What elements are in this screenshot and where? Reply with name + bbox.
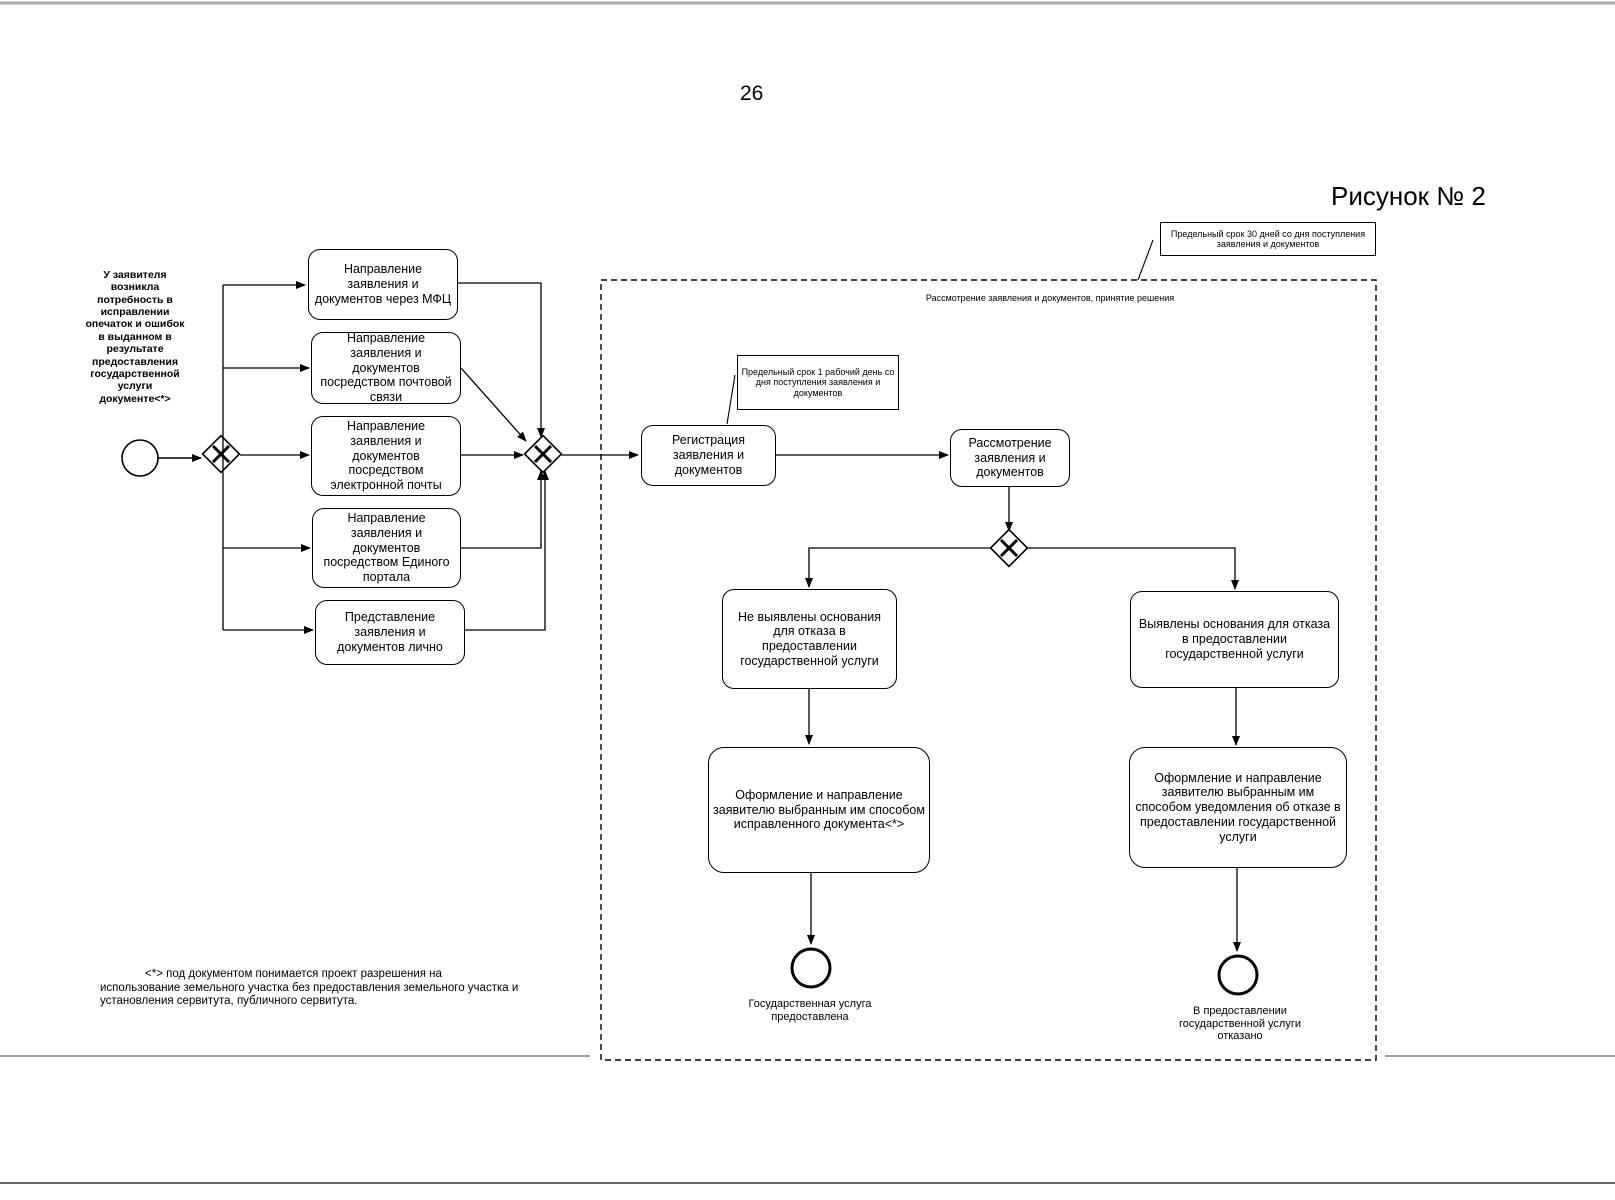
merge-gateway [523, 434, 563, 474]
page-number: 26 [740, 82, 764, 105]
task-channel-mfc: Направление заявления и документов через… [308, 249, 458, 320]
task-channel-portal: Направление заявления и документов посре… [312, 508, 461, 588]
stage-title: Рассмотрение заявления и документов, при… [925, 292, 1175, 303]
note-1-connector [726, 374, 736, 425]
split-gateway [201, 434, 241, 474]
end-event-refusal [1217, 954, 1259, 996]
end-event-success [790, 947, 832, 989]
outcome-grounds: Выявлены основания для отказа в предоста… [1130, 591, 1339, 688]
outcome-no-grounds: Не выявлены основания для отказа в предо… [722, 589, 897, 689]
start-event [121, 439, 159, 477]
end-label-success: Государственная услуга предоставлена [748, 998, 872, 1023]
task-registration: Регистрация заявления и документов [641, 425, 776, 486]
stage-frame [600, 279, 1377, 1061]
note-30-days: Предельный срок 30 дней со дня поступлен… [1160, 222, 1376, 256]
footnote: <*> под документом понимается проект раз… [100, 968, 519, 1008]
task-issue-document: Оформление и направление заявителю выбра… [708, 747, 930, 873]
task-channel-email: Направление заявления и документов посре… [311, 416, 461, 496]
task-issue-refusal: Оформление и направление заявителю выбра… [1129, 747, 1347, 868]
task-channel-post: Направление заявления и документов посре… [311, 331, 461, 404]
decision-gateway [989, 528, 1029, 568]
note-30-connector [1137, 239, 1154, 281]
task-channel-personal: Представление заявления и документов лич… [315, 600, 465, 665]
start-label: У заявителя возникла потребность в испра… [85, 268, 185, 405]
note-1-day: Предельный срок 1 рабочий день со дня по… [737, 355, 899, 410]
end-label-refusal: В предоставлении государственной услуги … [1179, 1004, 1301, 1043]
task-review: Рассмотрение заявления и документов [950, 429, 1070, 487]
figure-title: Рисунок № 2 [1331, 181, 1486, 211]
